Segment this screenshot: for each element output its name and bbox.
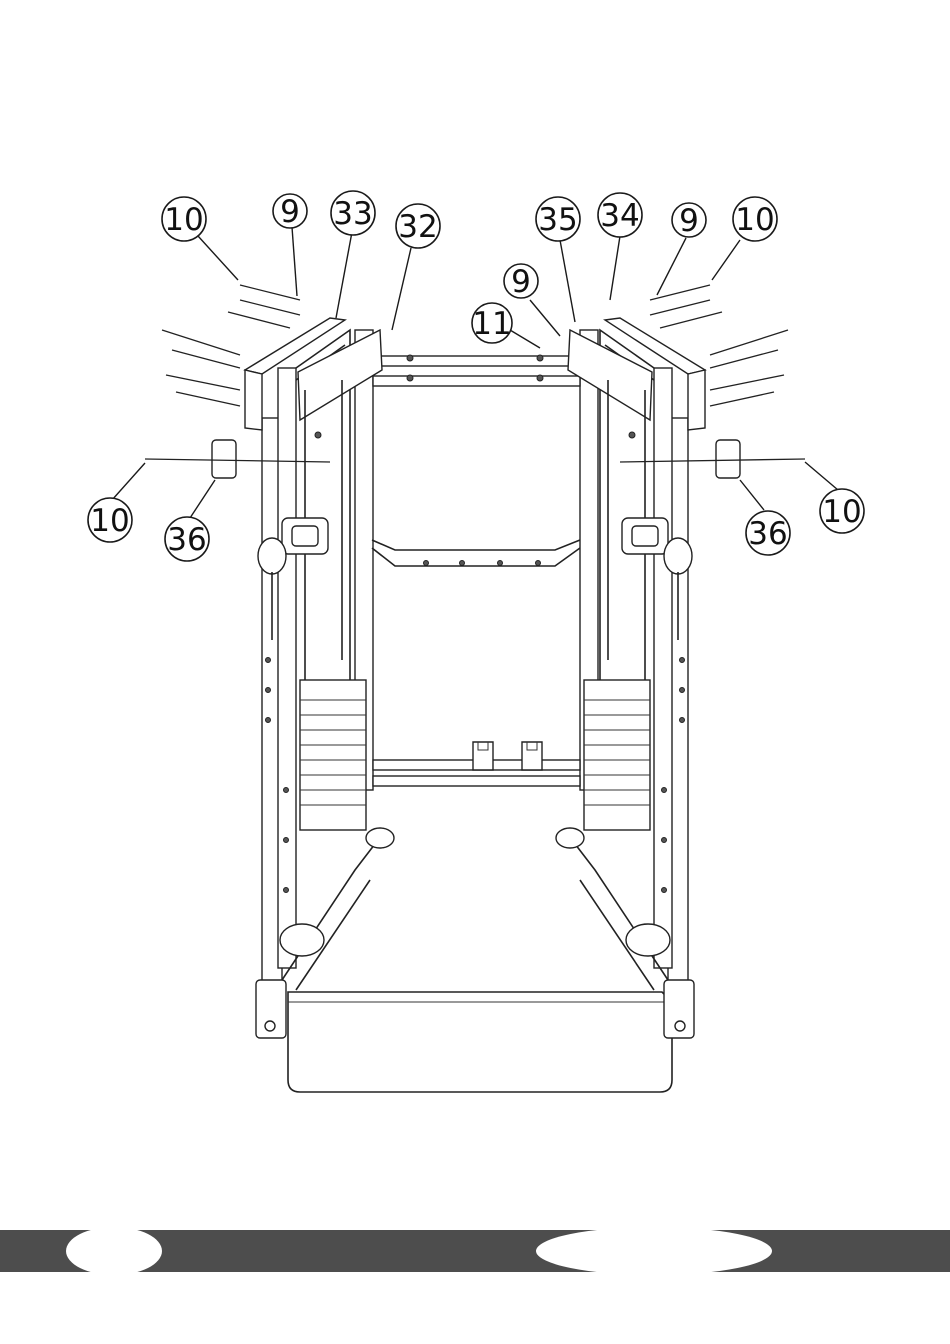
- callout-32: 32: [396, 204, 440, 248]
- left-weight-stack: [300, 680, 366, 830]
- callout-label: 36: [748, 516, 787, 552]
- callout-label: 10: [90, 503, 129, 539]
- leader-c4: [392, 248, 411, 330]
- callout-label: 36: [167, 522, 206, 558]
- callout-10: 10: [820, 489, 864, 533]
- callout-34: 34: [598, 193, 642, 237]
- footer-pill-right: [536, 1227, 772, 1275]
- leader-c10: [510, 330, 540, 348]
- leader-c8: [712, 240, 740, 280]
- callout-9: 9: [273, 194, 307, 230]
- callout-33: 33: [331, 191, 375, 235]
- callout-9: 9: [672, 203, 706, 239]
- right-weight-stack: [584, 680, 650, 830]
- leader-c13: [740, 480, 764, 510]
- callout-label: 10: [822, 494, 861, 530]
- leader-c5: [560, 240, 575, 322]
- leader-c14: [805, 462, 838, 490]
- leader-c11: [112, 463, 145, 500]
- leader-c12: [190, 480, 215, 518]
- callout-label: 10: [164, 202, 203, 238]
- callout-10: 10: [88, 498, 132, 542]
- callout-label: 9: [679, 203, 699, 239]
- callout-label: 32: [398, 209, 437, 245]
- callout-10: 10: [733, 197, 777, 241]
- leader-c6: [610, 236, 620, 300]
- callout-label: 35: [538, 202, 577, 238]
- callout-11: 11: [472, 303, 512, 343]
- footer-band: [0, 1227, 950, 1275]
- callout-label: 34: [600, 198, 639, 234]
- footer-pill-left: [66, 1227, 162, 1275]
- leader-c7: [657, 238, 686, 295]
- callout-label: 11: [472, 306, 511, 342]
- callout-36: 36: [165, 517, 209, 561]
- callout-36: 36: [746, 511, 790, 555]
- callout-10: 10: [162, 197, 206, 241]
- leader-c2: [292, 227, 297, 296]
- callout-label: 9: [511, 264, 531, 300]
- leader-c1: [198, 236, 238, 280]
- callout-label: 33: [333, 196, 372, 232]
- callout-9: 9: [504, 264, 538, 300]
- leader-c9: [530, 300, 560, 336]
- machine-frame-drawing: [245, 318, 705, 1092]
- leader-c3: [336, 232, 352, 318]
- callout-label: 9: [280, 194, 300, 230]
- callout-35: 35: [536, 197, 580, 241]
- callout-label: 10: [735, 202, 774, 238]
